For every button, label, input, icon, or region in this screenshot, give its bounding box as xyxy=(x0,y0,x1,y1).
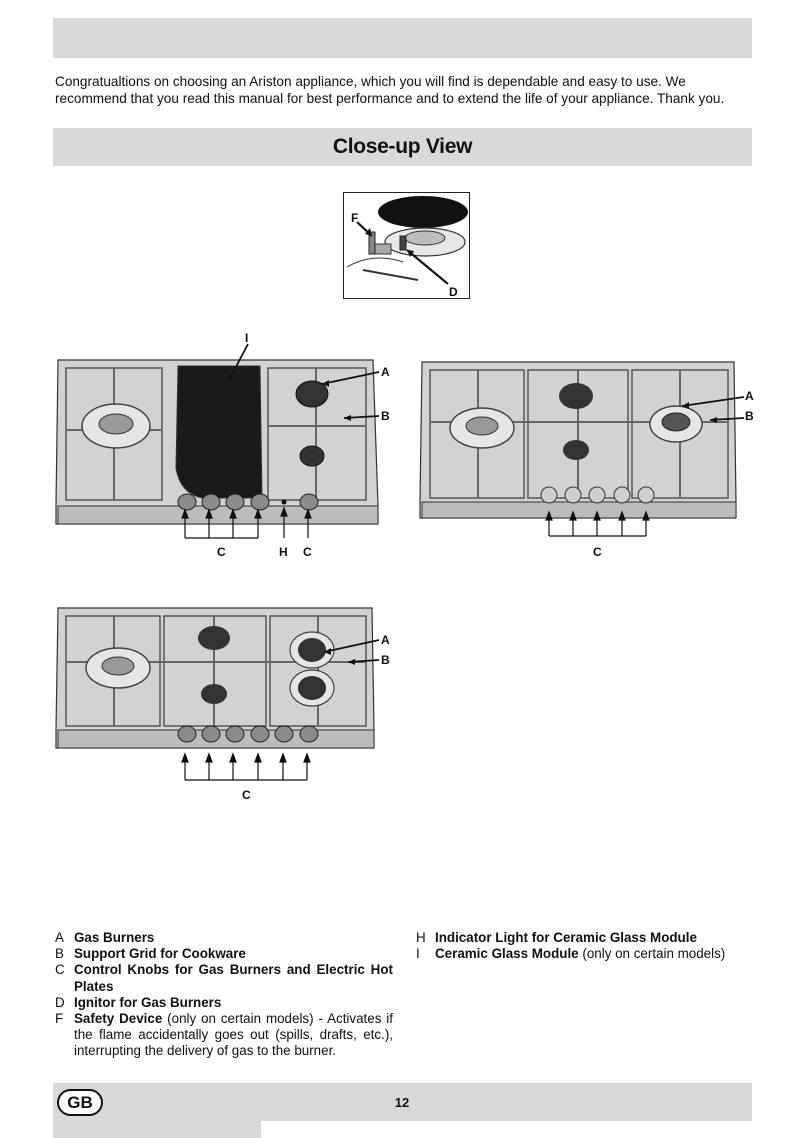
ignitor-probe xyxy=(399,235,407,251)
burner-detail-figure: F D xyxy=(343,192,470,299)
section-title-band: Close-up View xyxy=(53,128,752,166)
legend-right-column: H Indicator Light for Ceramic Glass Modu… xyxy=(416,930,756,962)
control-knobs xyxy=(177,493,319,511)
label-C: C xyxy=(242,788,251,802)
legend-item-c: C Control Knobs for Gas Burners and Elec… xyxy=(55,962,393,994)
legend-item-a: A Gas Burners xyxy=(55,930,155,945)
label-B: B xyxy=(381,653,390,667)
label-B: B xyxy=(745,409,754,423)
label-F: F xyxy=(351,211,358,225)
legend-item-i: I Ceramic Glass Module (only on certain … xyxy=(416,946,726,962)
legend-item-d: D Ignitor for Gas Burners xyxy=(55,994,222,1010)
label-A: A xyxy=(745,389,754,403)
section-title: Close-up View xyxy=(332,135,473,158)
label-C-2: C xyxy=(303,545,312,559)
safety-device-probe xyxy=(368,231,376,255)
gas-burner-a xyxy=(295,380,329,408)
hob-six-burner-figure: A B C xyxy=(55,607,390,802)
header-band xyxy=(53,18,752,58)
hob-with-ceramic-module-figure: I A B C H C xyxy=(55,331,390,559)
legend-item-b: B Support Grid for Cookware xyxy=(55,946,246,962)
gas-burner-b xyxy=(299,445,325,467)
hob-five-burner-figure: A B C xyxy=(419,361,754,559)
burner-cap xyxy=(378,196,468,228)
indicator-light xyxy=(281,499,287,505)
legend-item-h: H Indicator Light for Ceramic Glass Modu… xyxy=(416,930,697,945)
label-D: D xyxy=(449,285,458,299)
label-B: B xyxy=(381,409,390,423)
ceramic-glass-plate xyxy=(175,365,263,499)
footer-tab xyxy=(53,1121,261,1138)
label-C: C xyxy=(593,545,602,559)
legend-left-column: A Gas Burners B Support Grid for Cookwar… xyxy=(55,930,393,1060)
label-H: H xyxy=(279,545,288,559)
legend-item-f: F Safety Device (only on certain models)… xyxy=(55,1011,393,1059)
label-C: C xyxy=(217,545,226,559)
language-badge: GB xyxy=(57,1089,103,1116)
label-A: A xyxy=(381,633,390,647)
intro-paragraph: Congratualtions on choosing an Ariston a… xyxy=(55,74,725,106)
page-number: 12 xyxy=(394,1095,410,1110)
label-I: I xyxy=(245,331,248,345)
label-A: A xyxy=(381,365,390,379)
footer-band xyxy=(53,1083,752,1121)
